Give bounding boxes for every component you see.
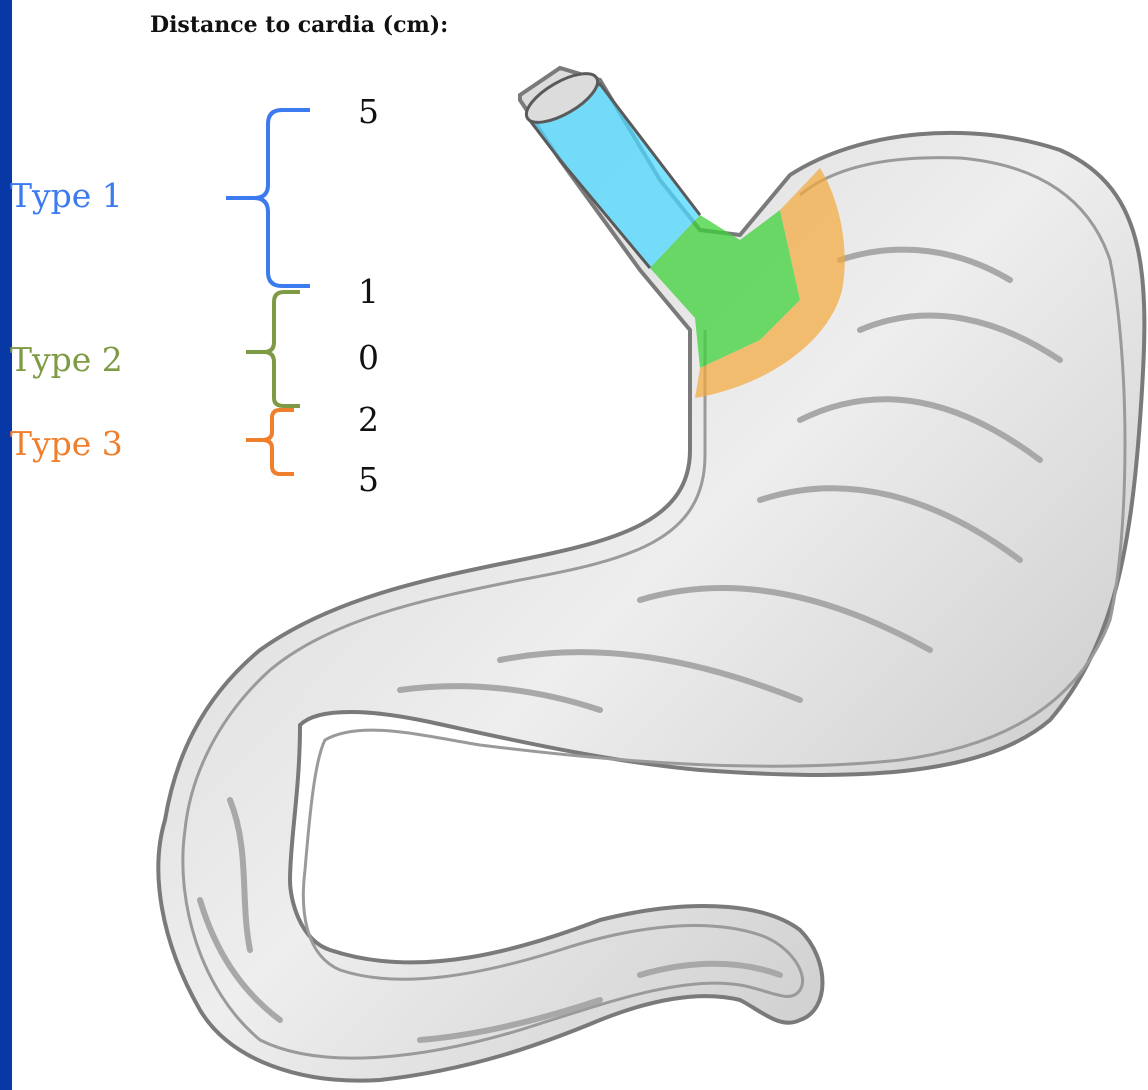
type1-label: Type 1 xyxy=(10,176,123,215)
type2-bracket xyxy=(246,292,300,406)
type3-bracket xyxy=(246,410,294,474)
scale-label-0: 0 xyxy=(358,338,379,377)
diagram-title: Distance to cardia (cm): xyxy=(150,12,448,38)
scale-label-5-lower: 5 xyxy=(358,460,379,499)
scale-label-2: 2 xyxy=(358,400,379,439)
scale-label-5-upper: 5 xyxy=(358,92,379,131)
scale-label-1: 1 xyxy=(358,272,379,311)
type1-bracket xyxy=(226,110,310,286)
type2-label: Type 2 xyxy=(10,340,123,379)
type3-label: Type 3 xyxy=(10,424,123,463)
